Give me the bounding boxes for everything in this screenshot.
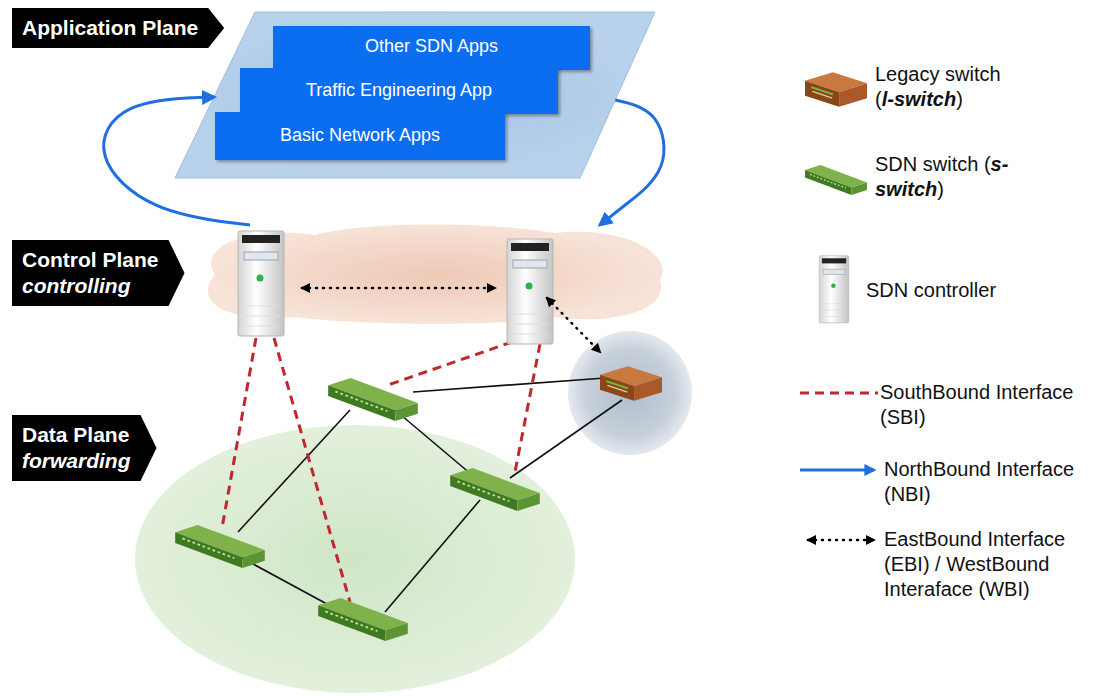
sdn-controller (238, 231, 284, 336)
sdn-controller (507, 239, 553, 344)
plane-label: Data Plane (22, 422, 131, 448)
legend-sbi-line (800, 392, 878, 395)
legend-controller (819, 256, 848, 323)
plane-label: Control Plane (22, 247, 159, 273)
legacy-region (568, 331, 692, 455)
legend-text: EastBound Interface (EBI) / WestBound In… (884, 527, 1096, 602)
legacy-switch (600, 366, 662, 401)
app-label: Traffic Engineering App (306, 80, 492, 101)
app-box: Traffic Engineering App (240, 68, 558, 114)
legend-samples (800, 72, 878, 540)
plane-tag: Application Plane (12, 8, 224, 48)
legend-text: SDN controller (866, 278, 1066, 303)
plane-label: forwarding (22, 448, 131, 474)
legend-text: Legacy switch (l-switch) (875, 62, 1025, 112)
legend-nbi-arrow (800, 469, 874, 472)
plane-region: Application PlaneOther SDN AppsTraffic E… (175, 12, 655, 178)
nbi-arrow (104, 97, 250, 225)
plane-tag: Control Planecontrolling (12, 240, 185, 306)
nbi-arrow (600, 100, 664, 225)
sdn-switch (175, 525, 265, 568)
plane-label: controlling (22, 273, 159, 299)
sdn-switch (318, 598, 408, 641)
plane-region: Data Planeforwarding (135, 425, 575, 693)
app-box: Other SDN Apps (273, 26, 590, 70)
ellipse-shape (135, 425, 575, 693)
ebi-links (302, 288, 600, 352)
legend-legacy-switch (805, 72, 867, 107)
sbi-links (222, 338, 540, 602)
legend-text: SouthBound Interface (SBI) (880, 380, 1095, 430)
legend-text: NorthBound Interface (NBI) (884, 457, 1096, 507)
app-box: Basic Network Apps (215, 112, 505, 160)
plane-tag: Data Planeforwarding (12, 415, 157, 481)
legend-sdn-switch (805, 165, 867, 195)
legend-text: SDN switch (s-switch) (875, 152, 1025, 202)
sdn-switch (450, 468, 540, 511)
app-label: Basic Network Apps (280, 125, 440, 146)
sdn-switch (328, 378, 418, 421)
legend-ebi-arrow (808, 539, 874, 542)
app-label: Other SDN Apps (365, 36, 498, 57)
plane-label: Application Plane (22, 15, 198, 41)
